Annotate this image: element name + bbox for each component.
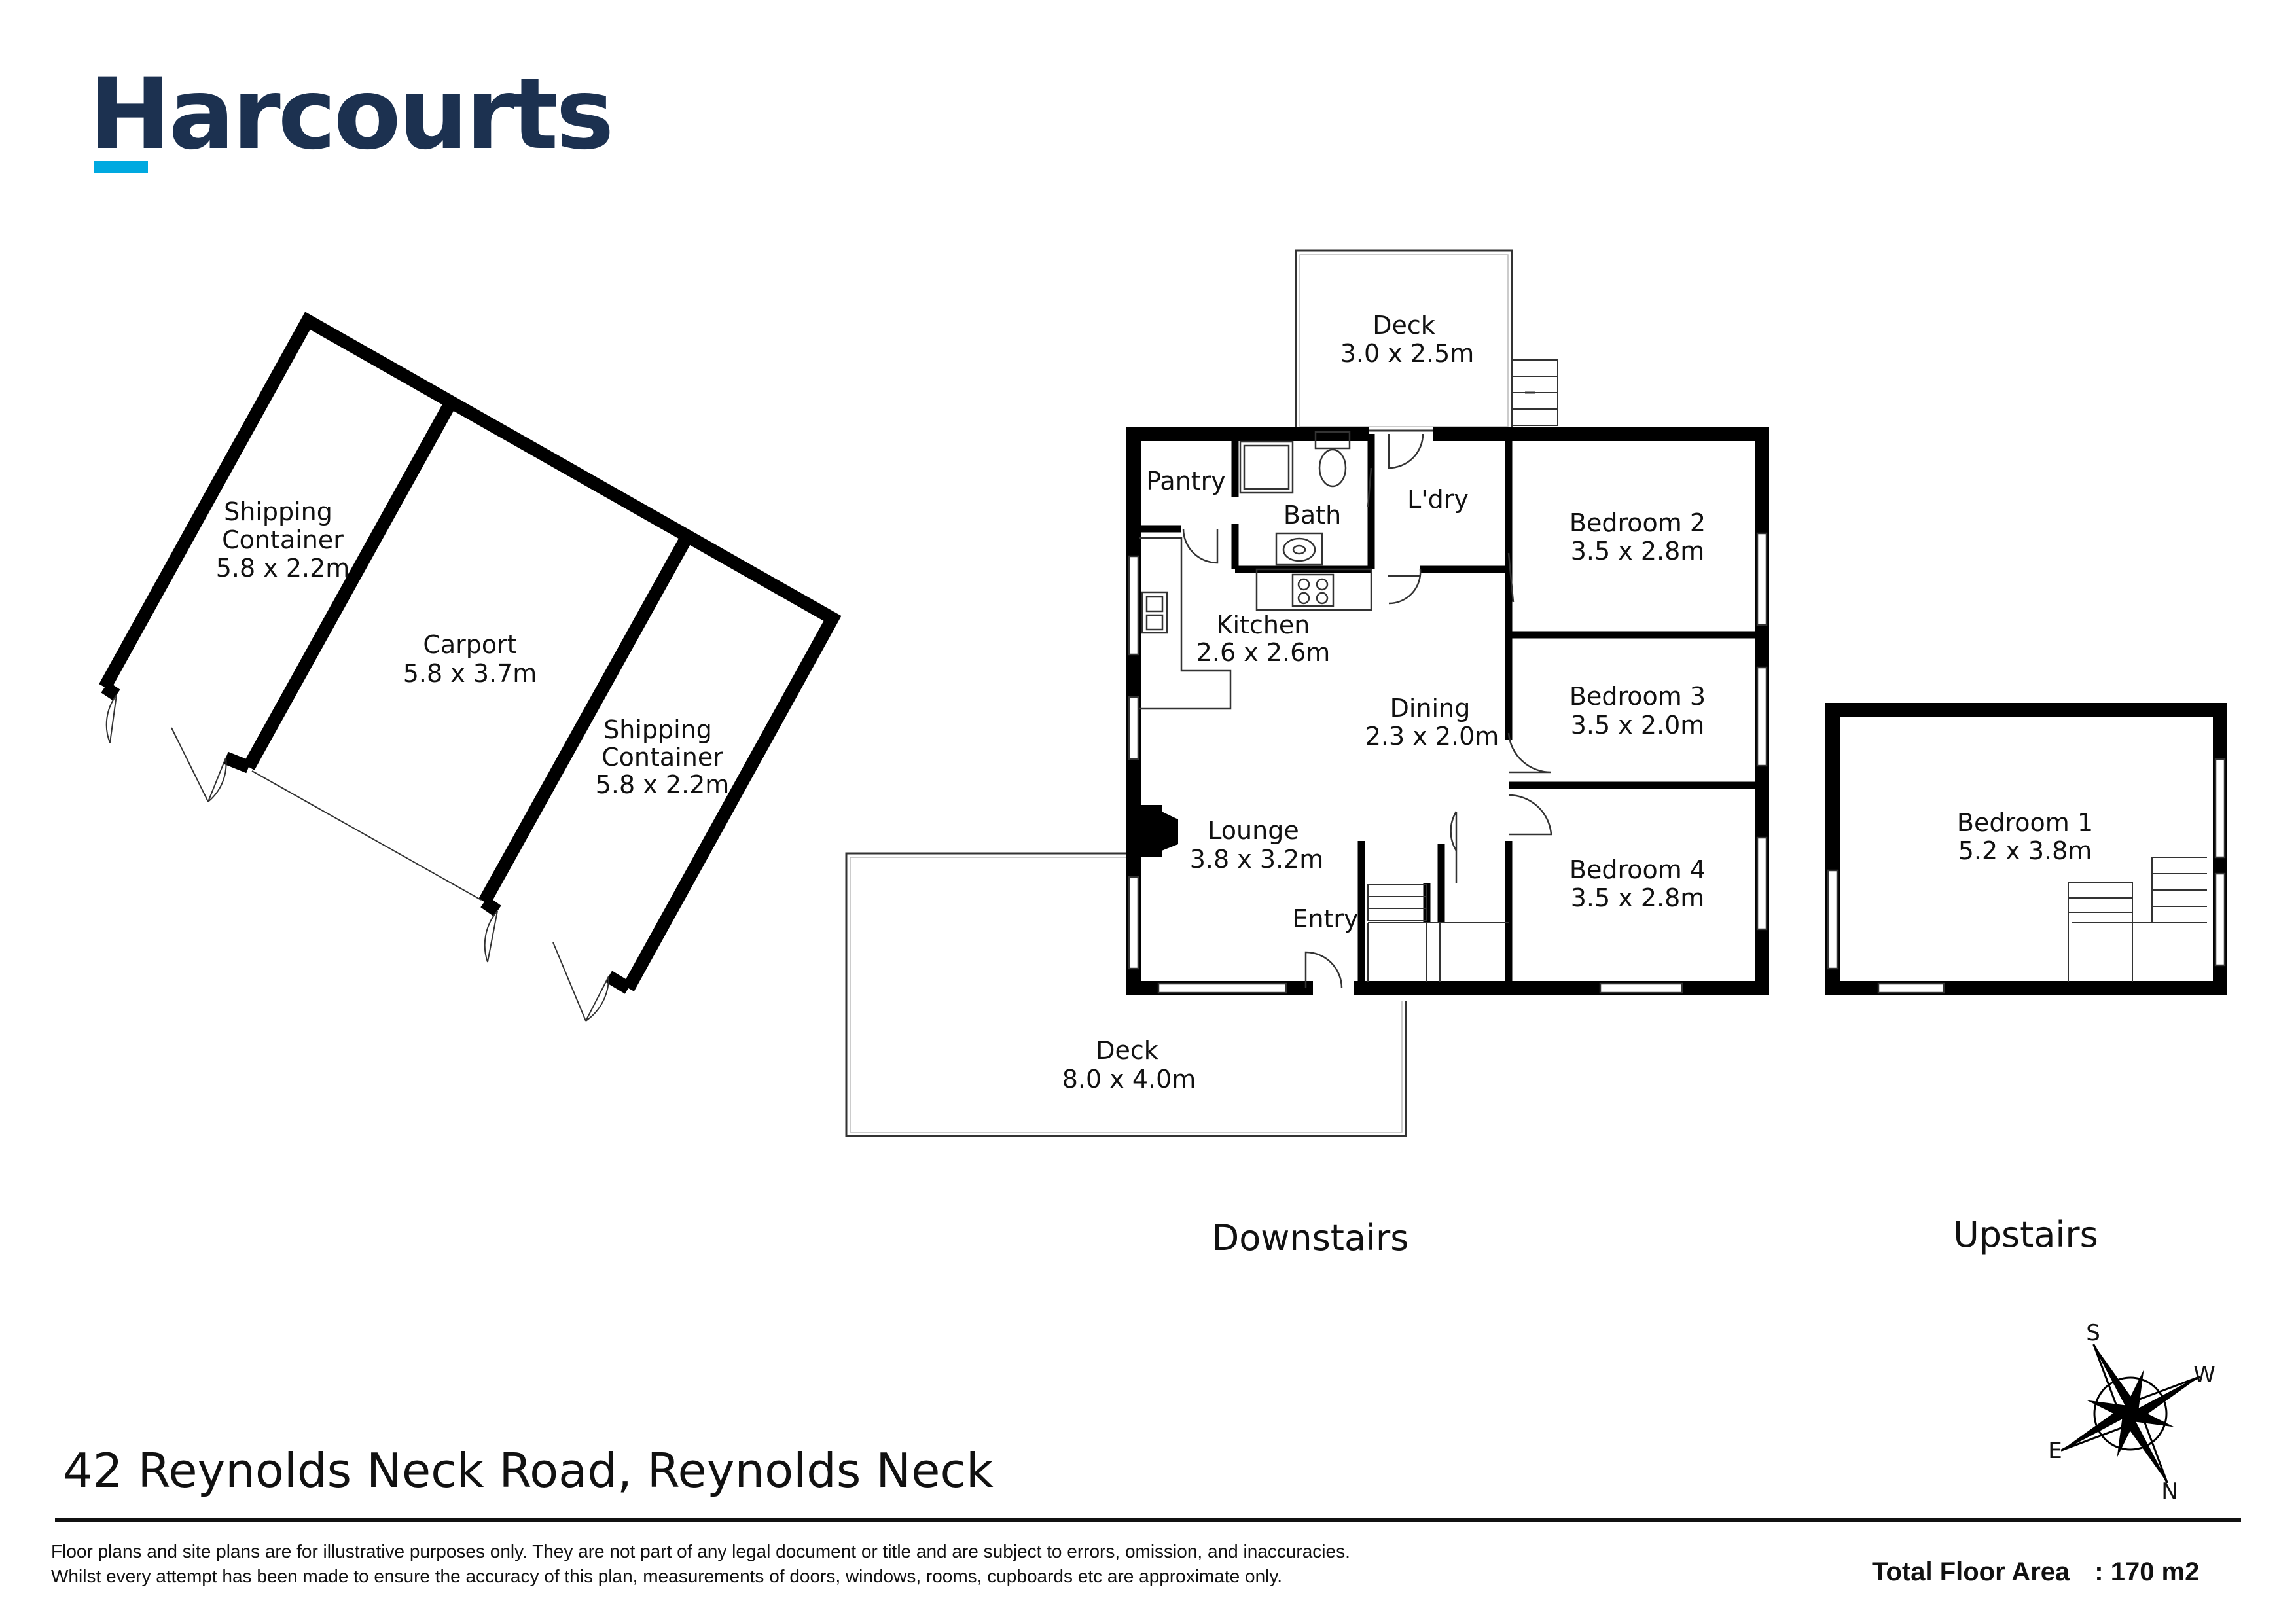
vanity: [1275, 532, 1323, 566]
carport-open-front: [251, 770, 482, 901]
container1-door-swing: [105, 694, 227, 802]
kitchen-size: 2.6 x 2.6m: [1196, 638, 1331, 667]
stove-icon: [1291, 573, 1335, 607]
deck-back-label: Deck: [1372, 311, 1435, 340]
pantry-label: Pantry: [1146, 467, 1226, 495]
svg-text:Shipping: Shipping: [224, 497, 332, 526]
container2-label-line1: Shipping: [603, 715, 712, 744]
carport-label: Carport: [423, 630, 516, 659]
total-floor-area: Total Floor Area: 170 m2: [1872, 1558, 2199, 1587]
doors: [1182, 433, 1552, 989]
kitchen-benches: [1139, 537, 1372, 710]
upstairs-plan: Bedroom 1 5.2 x 3.8m Upstairs: [1825, 703, 2227, 1255]
downstairs-caption: Downstairs: [1212, 1217, 1409, 1258]
svg-text:Container: Container: [222, 526, 344, 554]
property-address: 42 Reynolds Neck Road, Reynolds Neck: [63, 1443, 994, 1498]
carport-size: 5.8 x 3.7m: [403, 659, 537, 688]
dining-label: Dining: [1390, 694, 1471, 722]
compass-rose-icon: [2060, 1344, 2200, 1484]
bedroom3-size: 3.5 x 2.0m: [1571, 711, 1705, 740]
upstairs-windows: [1827, 758, 2226, 994]
outbuilding-walls: [99, 312, 842, 991]
deck-front-label: Deck: [1096, 1036, 1158, 1065]
svg-text:5.8 x 2.2m: 5.8 x 2.2m: [216, 554, 350, 582]
dining-size: 2.3 x 2.0m: [1365, 722, 1499, 751]
downstairs-plan: Deck 3.0 x 2.5m Pantry Bath L'dry Bedroo…: [845, 249, 1769, 1258]
laundry-label: L'dry: [1407, 485, 1469, 514]
bedroom4-size: 3.5 x 2.8m: [1571, 883, 1705, 912]
container2-front-wall-right: [605, 971, 632, 994]
container1-label-line1: Shipping: [224, 497, 332, 526]
compass-e: E: [2048, 1438, 2062, 1464]
total-floor-area-value: 170 m2: [2110, 1558, 2200, 1586]
bedroom2-size: 3.5 x 2.8m: [1571, 537, 1705, 565]
bedroom1-size: 5.2 x 3.8m: [1958, 836, 2092, 865]
compass-w: W: [2193, 1362, 2215, 1388]
disclaimer-line1: Floor plans and site plans are for illus…: [51, 1541, 1350, 1561]
deck-back-size: 3.0 x 2.5m: [1340, 339, 1475, 368]
outbuilding-wall-divider-2: [478, 538, 691, 905]
total-floor-area-label: Total Floor Area: [1872, 1558, 2070, 1586]
container2-front-wall-left: [480, 896, 501, 917]
container2-label-line2: Container: [601, 743, 723, 772]
disclaimer-line2: Whilst every attempt has been made to en…: [51, 1566, 1283, 1586]
container2-door-swing: [484, 910, 610, 1022]
kitchen-label: Kitchen: [1217, 611, 1310, 639]
lounge-size: 3.8 x 3.2m: [1190, 845, 1324, 874]
bath-fixtures: [1239, 431, 1351, 566]
upstairs-caption: Upstairs: [1953, 1214, 2098, 1255]
bedroom3-label: Bedroom 3: [1570, 682, 1706, 711]
entry-label: Entry: [1292, 904, 1358, 933]
total-floor-area-separator: :: [2094, 1558, 2104, 1586]
container2-size: 5.8 x 2.2m: [596, 770, 730, 799]
bedroom2-label: Bedroom 2: [1570, 508, 1706, 537]
container1-size: 5.8 x 2.2m: [216, 554, 350, 582]
container1-label-line2: Container: [222, 526, 344, 554]
container1-front-wall-left: [101, 681, 120, 701]
upstairs-stairwell: [2068, 857, 2207, 982]
fireplace: [1139, 805, 1162, 857]
lounge-label: Lounge: [1208, 816, 1299, 845]
toilet-cistern-icon: [1314, 431, 1351, 450]
back-deck: [1295, 249, 1513, 432]
disclaimer: Floor plans and site plans are for illus…: [51, 1539, 1350, 1589]
brand-logo: Harcourts: [89, 58, 614, 171]
windows: [1128, 532, 1768, 994]
bedroom1-label: Bedroom 1: [1957, 808, 2093, 837]
bath-label: Bath: [1283, 501, 1341, 529]
deck-front-size: 8.0 x 4.0m: [1062, 1065, 1196, 1094]
toilet-icon: [1318, 448, 1347, 488]
compass-s: S: [2086, 1320, 2100, 1346]
internal-stairs: [1367, 884, 1509, 982]
sink-icon: [1141, 591, 1168, 634]
footer-divider: [55, 1518, 2241, 1522]
compass-n: N: [2161, 1478, 2178, 1505]
brand-logo-underline: [94, 161, 148, 173]
bedroom4-label: Bedroom 4: [1570, 855, 1706, 884]
shower-icon: [1239, 440, 1294, 494]
outbuildings: Shipping Container 5.8 x 2.2m Carport 5.…: [99, 312, 842, 1022]
outbuilding-wall-divider-1: [243, 402, 455, 770]
container1-front-wall-right: [223, 751, 251, 774]
basin-icon: [1282, 537, 1316, 562]
back-deck-stairs: [1511, 359, 1558, 426]
